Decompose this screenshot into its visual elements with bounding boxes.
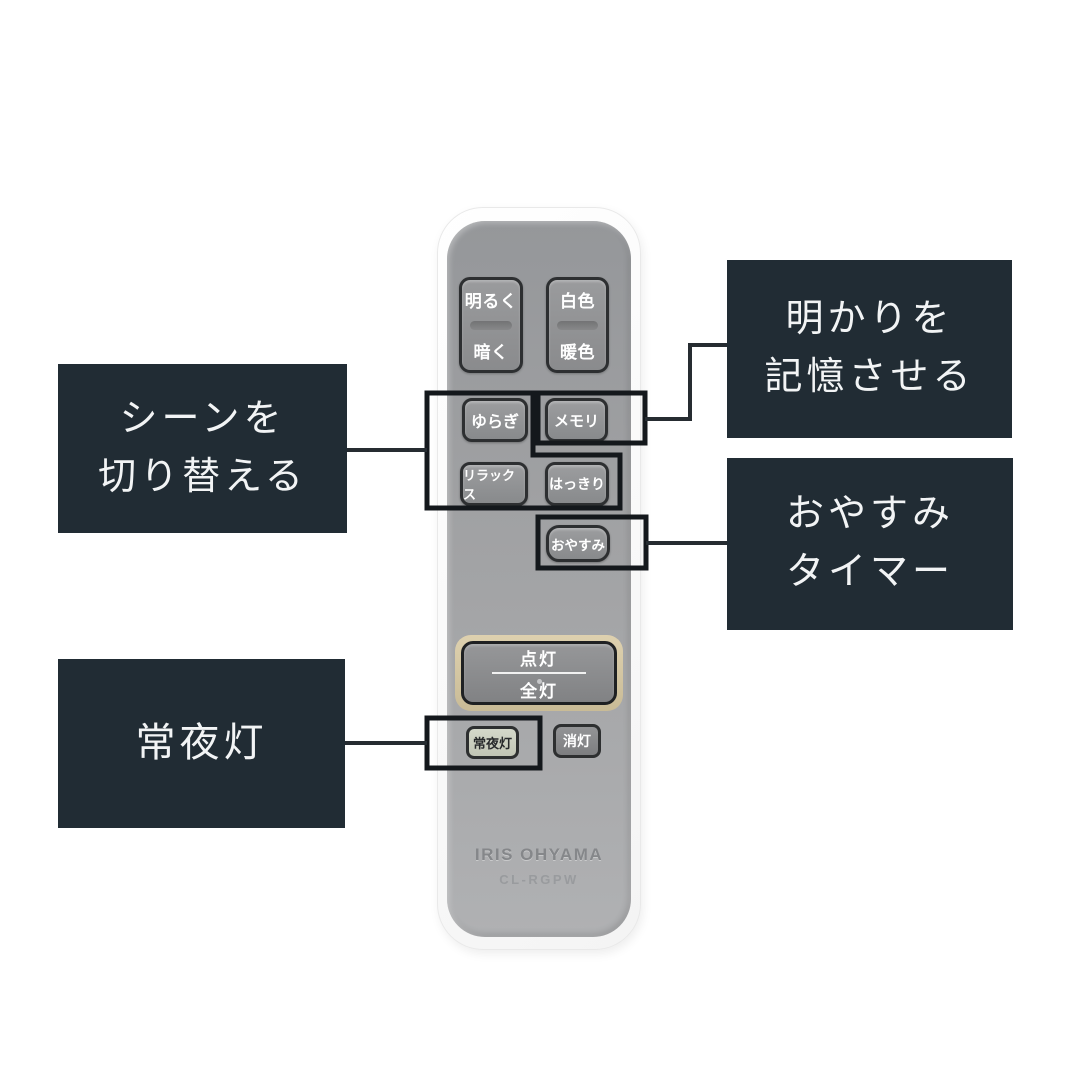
callout-memorize-light: 明かりを 記憶させる: [727, 260, 1012, 438]
sleep-label: おやすみ: [551, 537, 605, 553]
clear-mode-label: はっきり: [549, 476, 605, 492]
light-on-all-lights-button: 点灯 全灯: [461, 641, 617, 705]
callout-night-light: 常夜灯: [58, 659, 345, 828]
brightness-rocker-button: 明るく 暗く: [459, 277, 523, 373]
callout-sleep-timer: おやすみ タイマー: [727, 458, 1013, 630]
led-dot: [537, 678, 542, 684]
all-lights-label: 全灯: [520, 681, 558, 701]
callout-scene-line2: 切り替える: [98, 455, 307, 498]
memory-button: メモリ: [545, 398, 608, 442]
all-lights-row: 全灯: [520, 677, 558, 702]
light-off-button: 消灯: [553, 724, 601, 758]
relax-button: リラックス: [460, 462, 528, 506]
clear-mode-button: はっきり: [545, 462, 609, 506]
callout-timer-line2: タイマー: [785, 551, 954, 593]
relax-label: リラックス: [463, 468, 516, 502]
callout-memorize-line2: 記憶させる: [764, 356, 975, 398]
light-on-label: 点灯: [520, 649, 558, 669]
callout-scene-line1: シーンを: [119, 397, 286, 440]
rocker-pivot-band: [556, 320, 599, 330]
flicker-button: ゆらぎ: [462, 398, 528, 442]
flicker-label: ゆらぎ: [470, 414, 519, 431]
button-divider-line: [492, 671, 586, 674]
memory-callout-connector-line: [645, 343, 727, 421]
memory-label: メモリ: [553, 412, 599, 430]
light-off-label: 消灯: [563, 733, 591, 749]
callout-switch-scenes: シーンを 切り替える: [58, 364, 347, 533]
callout-night-line1: 常夜灯: [135, 721, 268, 766]
night-light-button: 常夜灯: [466, 726, 519, 759]
callout-memorize-line1: 明かりを: [785, 298, 954, 341]
rocker-pivot-band: [470, 320, 512, 330]
brand-logo-text: IRIS OHYAMA: [474, 845, 604, 864]
white-color-label: 白色: [560, 292, 595, 311]
color-temperature-rocker-button: 白色 暖色: [546, 277, 609, 373]
power-button-ring: 点灯 全灯: [455, 635, 623, 711]
model-number-text: CL-RGPW: [499, 872, 579, 887]
darker-label: 暗く: [473, 343, 509, 362]
callout-timer-line1: おやすみ: [785, 493, 954, 536]
sleep-button: おやすみ: [546, 525, 610, 562]
night-light-label: 常夜灯: [472, 736, 512, 751]
warm-color-label: 暖色: [560, 343, 595, 362]
brighter-label: 明るく: [464, 292, 518, 311]
